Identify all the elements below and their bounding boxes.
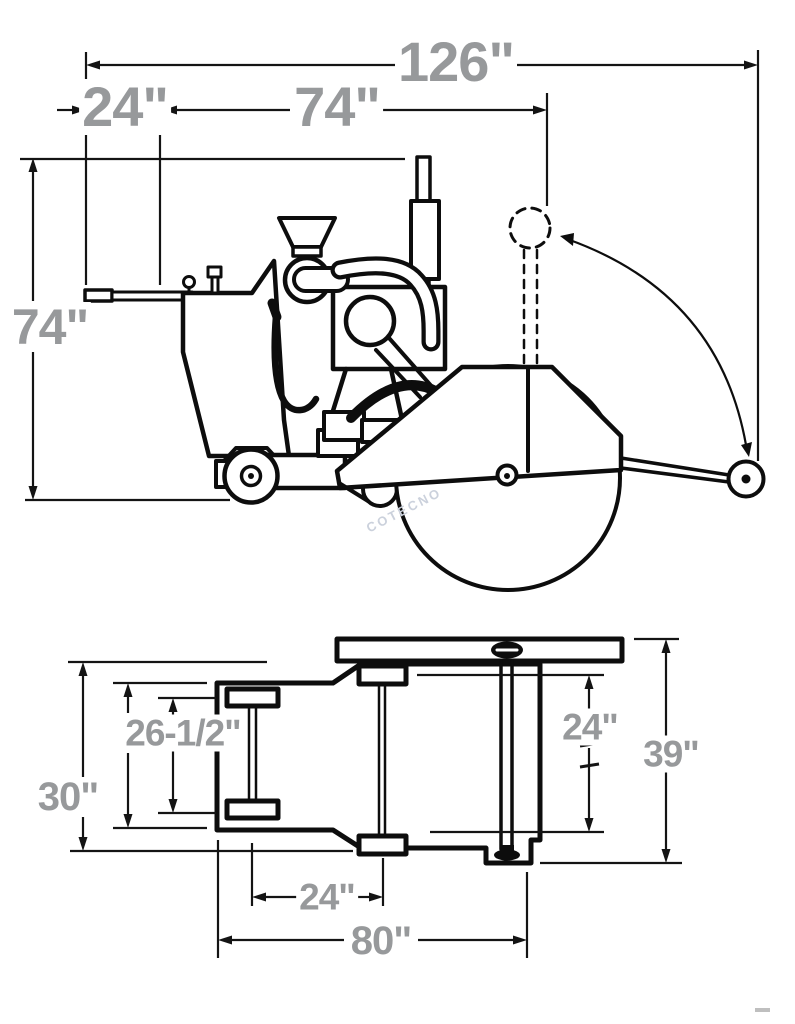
air-filter [277, 216, 350, 305]
pointer-phantom-position [508, 206, 552, 368]
dim-label-wheel-track: 26-1/2" [122, 714, 244, 752]
rotation-arc-arrow [560, 233, 752, 457]
plan-view-dimension-lines [68, 637, 682, 958]
pulley-belt [343, 294, 444, 423]
plan-front-axle [224, 686, 281, 821]
intake-tube [330, 256, 441, 352]
dim-label-overall-length: 126" [395, 34, 517, 90]
side-view-machine [83, 155, 766, 592]
dim-label-handle-extension: 24" [79, 79, 171, 135]
dim-label-overall-width: 39" [640, 735, 702, 773]
water-hose [267, 298, 320, 414]
dim-label-axle-spacing: 24" [296, 878, 358, 916]
dim-label-body-width: 30" [34, 777, 102, 817]
dim-label-overall-height: 74" [8, 302, 92, 352]
pointer-arm [619, 456, 766, 499]
dim-label-inner-width: 24" [559, 708, 621, 746]
side-view-dimension-lines [20, 50, 760, 502]
dim-label-body-length: 74" [291, 79, 383, 135]
corner-dash [755, 1008, 770, 1012]
plan-middle-axle [356, 663, 409, 857]
rear-wheel [222, 447, 280, 505]
plan-blade-shaft [491, 641, 523, 861]
plan-view-machine [214, 636, 625, 866]
plan-view-arrowheads [78, 639, 671, 945]
plan-handle-bar [334, 636, 625, 664]
handle-bar [83, 288, 194, 303]
blade-guard [334, 364, 624, 503]
dim-label-frame-length: 80" [347, 921, 415, 961]
